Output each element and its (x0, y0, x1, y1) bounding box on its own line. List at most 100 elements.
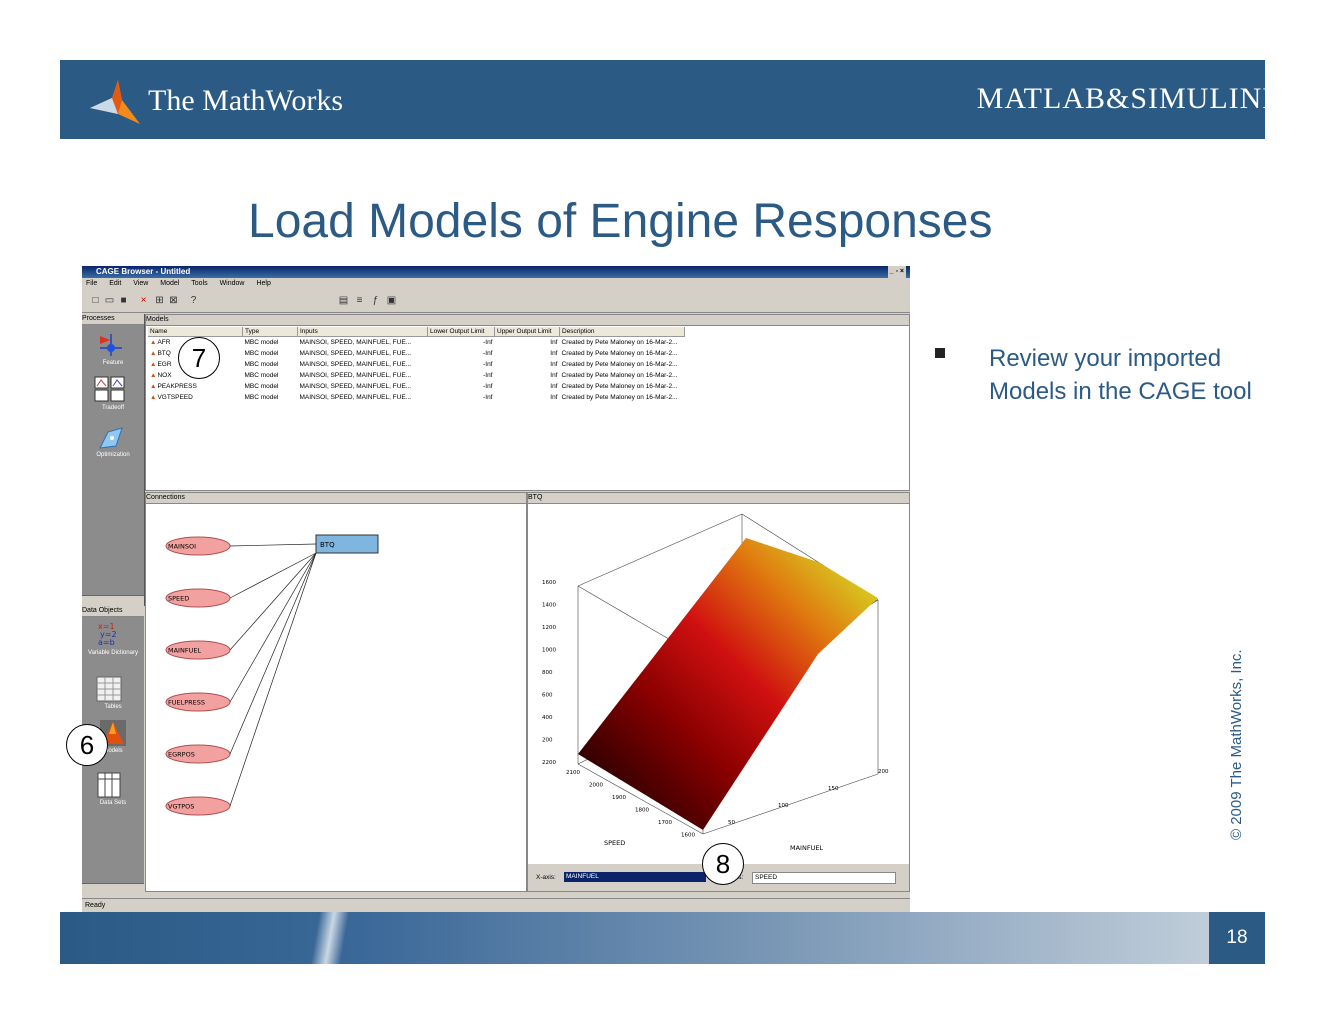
table-cell: MBC model (244, 394, 279, 401)
table-cell: -Inf (483, 350, 493, 357)
tradeoff-icon[interactable] (94, 376, 126, 402)
menu-tools[interactable]: Tools (191, 280, 208, 287)
tables-icon[interactable] (96, 676, 122, 702)
data-sets-label: Data Sets (99, 800, 127, 806)
window-title: CAGE Browser - Untitled (96, 267, 191, 276)
col-lower-limit[interactable]: Lower Output Limit (427, 327, 495, 337)
mainfuel-axis-label: MAINFUEL (790, 844, 823, 852)
connection-line (229, 552, 317, 651)
model-name-cell: ▲NOX (150, 372, 172, 379)
table-cell: Created by Pete Maloney on 16-Mar-2... (561, 350, 678, 357)
table-cell: Created by Pete Maloney on 16-Mar-2... (561, 361, 678, 368)
connection-line (229, 552, 317, 599)
export-icon[interactable]: ⊠ (169, 295, 178, 306)
col-description[interactable]: Description (559, 327, 685, 337)
speed-tick-label: 1800 (635, 808, 649, 814)
col-type[interactable]: Type (242, 327, 298, 337)
x-axis-selector-label: X-axis: (536, 874, 556, 881)
window-icon[interactable]: ▣ (386, 295, 397, 306)
table-cell: Inf (550, 350, 558, 357)
y-axis-select[interactable]: SPEED (752, 872, 896, 884)
models-label: Models (103, 748, 123, 754)
fx-icon[interactable]: ƒ (372, 295, 379, 306)
tables-label: Tables (104, 704, 122, 710)
model-icon: ▲ (150, 350, 157, 357)
delete-icon[interactable]: × (140, 295, 147, 306)
z-tick-label: 1400 (542, 603, 556, 609)
menu-edit[interactable]: Edit (109, 280, 122, 287)
slide-title: Load Models of Engine Responses (248, 195, 993, 248)
input-node-label: FUELPRESS (168, 699, 205, 707)
col-inputs[interactable]: Inputs (297, 327, 428, 337)
speed-tick-label: 2000 (589, 783, 603, 789)
mathworks-brand-text: The MathWorks (148, 84, 344, 117)
table-cell: -Inf (483, 394, 493, 401)
callout-6: 6 (66, 724, 108, 766)
models-table: Name Type Inputs Lower Output Limit Uppe… (148, 327, 685, 403)
data-objects-header: Data Objects (82, 606, 144, 617)
window-titlebar: CAGE Browser - Untitled _ ▫ × (82, 266, 910, 278)
model-name-cell: ▲AFR (150, 339, 171, 346)
table-row[interactable]: ▲PEAKPRESS MBC model MAINSOI, SPEED, MAINF… (148, 381, 685, 392)
z-tick-label: 2200 (542, 760, 556, 766)
table-cell: Created by Pete Maloney on 16-Mar-2... (561, 372, 678, 379)
table-cell: Created by Pete Maloney on 16-Mar-2... (561, 394, 678, 401)
new-icon[interactable]: □ (92, 295, 99, 306)
save-icon[interactable]: ■ (120, 295, 127, 306)
table-cell: MAINSOI, SPEED, MAINFUEL, FUE... (299, 383, 412, 390)
table-cell: Inf (550, 361, 558, 368)
connections-diagram: BTQMAINSOISPEEDMAINFUELFUELPRESSEGRPOSVG… (165, 534, 379, 816)
optimization-icon[interactable] (98, 426, 124, 452)
plot-title: BTQ (528, 493, 909, 504)
z-tick-label: 200 (542, 738, 553, 744)
output-node-label: BTQ (320, 541, 335, 549)
data-objects-scrollbar[interactable] (82, 883, 144, 894)
input-node-label: MAINSOI (168, 543, 196, 551)
feature-icon[interactable] (98, 332, 124, 358)
input-node-label: MAINFUEL (168, 647, 201, 655)
model-view-icon[interactable]: ≡ (356, 295, 363, 306)
matlab-simulink-brand-text: MATLAB&SIMULINK (976, 82, 1285, 115)
processes-scrollbar[interactable] (82, 595, 144, 606)
fuel-tick-label: 50 (728, 820, 735, 826)
table-cell: -Inf (483, 383, 493, 390)
model-properties-icon[interactable]: ▤ (338, 295, 349, 306)
open-icon[interactable]: ▭ (104, 295, 115, 306)
menu-help[interactable]: Help (256, 280, 271, 287)
x-axis-select[interactable]: MAINFUEL (564, 872, 706, 882)
svg-text:x=1: x=1 (98, 622, 115, 631)
menu-model[interactable]: Model (160, 280, 180, 287)
col-name[interactable]: Name (148, 327, 243, 337)
table-cell: Inf (550, 339, 558, 346)
table-cell: Created by Pete Maloney on 16-Mar-2... (561, 339, 678, 346)
table-cell: MAINSOI, SPEED, MAINFUEL, FUE... (299, 394, 412, 401)
model-name-cell: ▲PEAKPRESS (150, 383, 197, 390)
table-cell: MBC model (244, 383, 279, 390)
table-cell: MBC model (244, 372, 279, 379)
connection-line (229, 552, 317, 807)
table-cell: Inf (550, 394, 558, 401)
import-icon[interactable]: ⊞ (155, 295, 164, 306)
table-cell: -Inf (483, 361, 493, 368)
model-name-cell: ▲VGTSPEED (150, 394, 193, 401)
table-row[interactable]: ▲VGTSPEED MBC model MAINSOI, SPEED, MAINFU… (148, 392, 685, 403)
variable-dictionary-icon[interactable]: x=1 y=2 a=b (96, 620, 122, 646)
col-upper-limit[interactable]: Upper Output Limit (494, 327, 560, 337)
table-cell: Created by Pete Maloney on 16-Mar-2... (561, 383, 678, 390)
axis-box-edge (702, 773, 879, 835)
table-cell: MAINSOI, SPEED, MAINFUEL, FUE... (299, 350, 412, 357)
table-cell: MBC model (244, 361, 279, 368)
window-controls[interactable]: _ ▫ × (887, 266, 906, 278)
data-sets-icon[interactable] (96, 772, 122, 798)
menu-file[interactable]: File (86, 280, 98, 287)
table-cell: Inf (550, 372, 558, 379)
menu-window[interactable]: Window (219, 280, 245, 287)
help-icon[interactable]: ? (190, 295, 197, 306)
menu-view[interactable]: View (133, 280, 149, 287)
axis-box-edge (577, 513, 743, 587)
